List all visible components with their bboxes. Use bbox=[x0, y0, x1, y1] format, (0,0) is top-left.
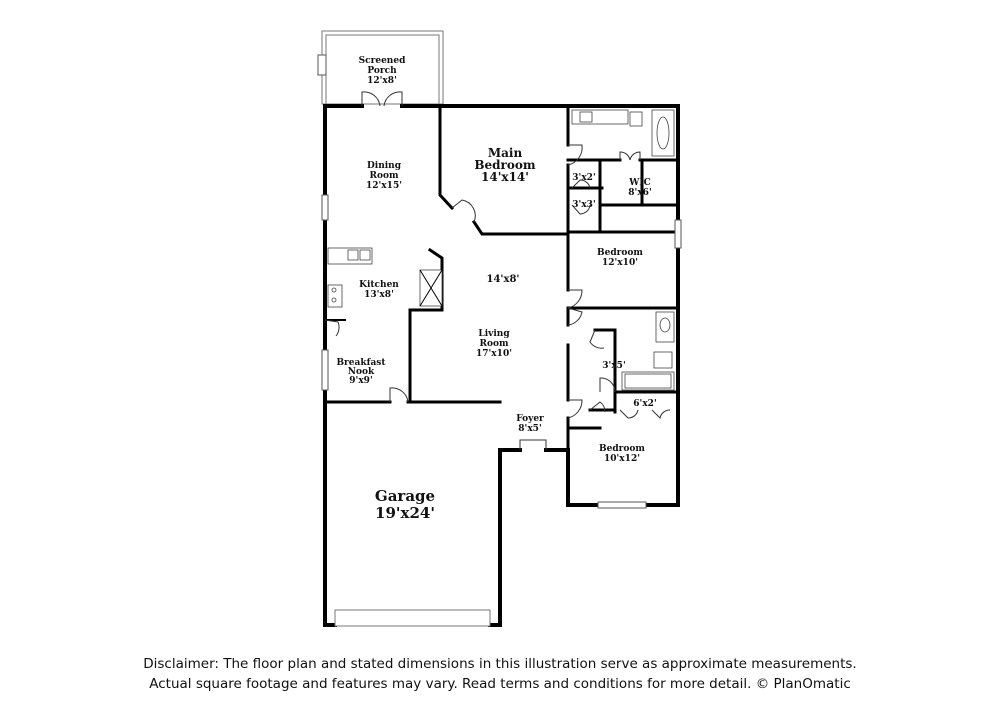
windows bbox=[321, 194, 682, 627]
label-closet-c-dims: 3'x5' bbox=[602, 361, 625, 371]
doors bbox=[324, 91, 671, 450]
label-breakfast-dims: 9'x9' bbox=[349, 376, 372, 386]
label-screened-porch-line2: Porch bbox=[367, 66, 397, 76]
label-closet-a-dims: 3'x2' bbox=[572, 173, 595, 183]
label-dining-dims: 12'x15' bbox=[366, 181, 402, 191]
label-living-line1: Living bbox=[478, 329, 510, 339]
screened-porch-walls bbox=[317, 30, 444, 105]
label-dining-line1: Dining bbox=[367, 161, 402, 171]
label-closet-b-dims: 3'x3' bbox=[572, 200, 595, 210]
label-kitchen-name: Kitchen bbox=[359, 280, 399, 290]
fixtures bbox=[327, 109, 675, 391]
label-bedroom-2-name: Bedroom bbox=[597, 248, 643, 258]
label-hall-dims: 14'x8' bbox=[487, 274, 520, 285]
label-main-bedroom-line1: Main bbox=[488, 146, 523, 160]
disclaimer-line1: Disclaimer: The floor plan and stated di… bbox=[143, 656, 857, 672]
label-wic-dims: 8'x6' bbox=[628, 188, 651, 198]
label-breakfast-line1: Breakfast bbox=[336, 358, 386, 368]
label-living-line2: Room bbox=[479, 339, 508, 349]
label-bedroom-2-dims: 12'x10' bbox=[602, 258, 638, 268]
label-main-bedroom-dims: 14'x14' bbox=[481, 170, 529, 184]
label-living-dims: 17'x10' bbox=[476, 349, 512, 359]
label-garage-dims: 19'x24' bbox=[375, 504, 435, 522]
label-foyer-name: Foyer bbox=[516, 414, 544, 424]
label-bedroom-3-dims: 10'x12' bbox=[604, 454, 640, 464]
label-breakfast-line2: Nook bbox=[348, 367, 375, 377]
label-dining-line2: Room bbox=[369, 171, 398, 181]
interior-walls bbox=[323, 104, 680, 507]
label-screened-porch-dims: 12'x8' bbox=[367, 76, 397, 86]
label-bedroom-3-name: Bedroom bbox=[599, 444, 645, 454]
label-wic-name: WIC bbox=[628, 178, 650, 188]
room-labels: Screened Porch 12'x8' Dining Room 12'x15… bbox=[336, 56, 656, 522]
label-main-bedroom-line2: Bedroom bbox=[474, 158, 535, 172]
disclaimer-line2: Actual square footage and features may v… bbox=[149, 676, 851, 692]
label-garage-name: Garage bbox=[375, 487, 435, 505]
label-screened-porch-line1: Screened bbox=[359, 56, 406, 66]
label-kitchen-dims: 13'x8' bbox=[364, 290, 394, 300]
label-foyer-dims: 8'x5' bbox=[518, 424, 541, 434]
label-closet-d-dims: 6'x2' bbox=[633, 399, 656, 409]
